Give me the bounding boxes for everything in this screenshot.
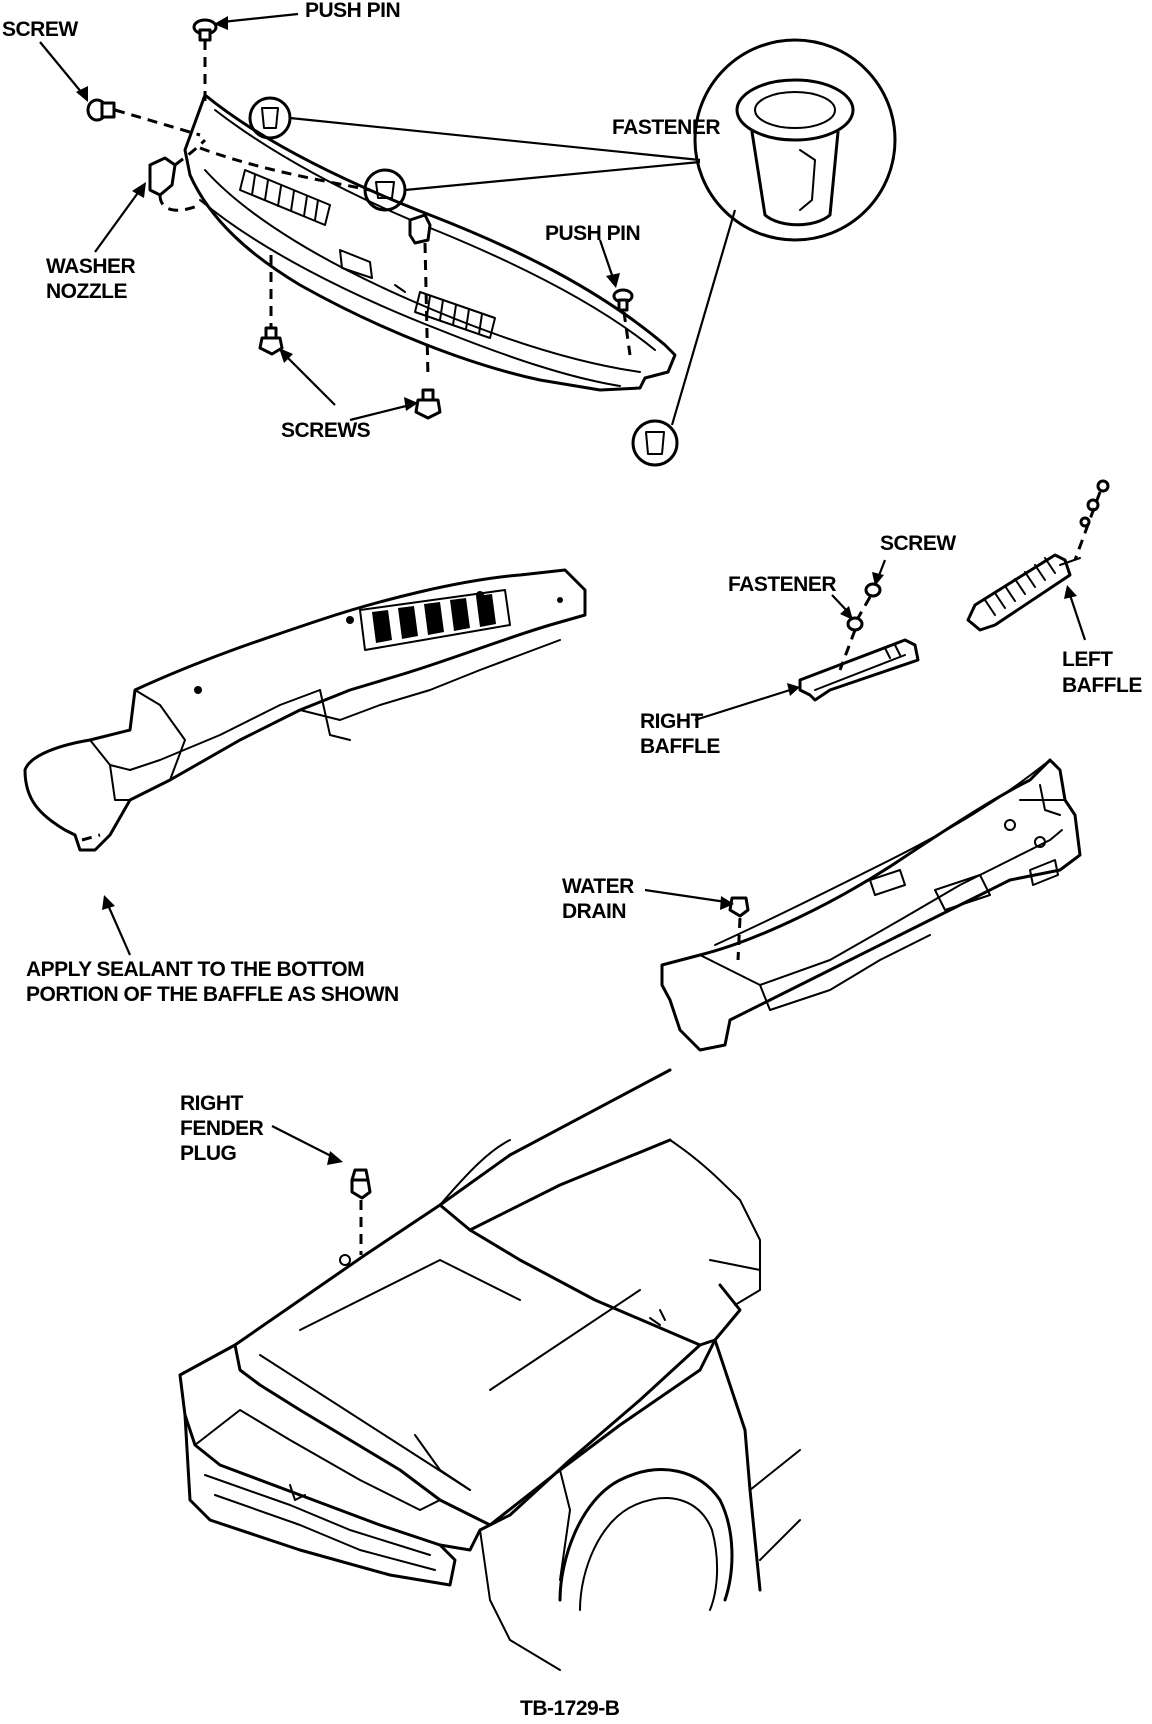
label-fastener-right: FASTENER bbox=[728, 573, 836, 596]
front-wheel bbox=[558, 1468, 734, 1602]
label-sealant-2: PORTION OF THE BAFFLE AS SHOWN bbox=[26, 983, 399, 1006]
screw-lower-left bbox=[258, 326, 284, 356]
label-fender-3: PLUG bbox=[180, 1142, 237, 1165]
label-right-baffle-1: RIGHT bbox=[640, 710, 704, 733]
cowl-body bbox=[660, 758, 1082, 1052]
washer-nozzle-part bbox=[148, 156, 177, 197]
fender-plug-part bbox=[350, 1168, 372, 1200]
right-baffle-part bbox=[798, 638, 920, 702]
label-fender-1: RIGHT bbox=[180, 1092, 244, 1115]
label-sealant-1: APPLY SEALANT TO THE BOTTOM bbox=[26, 958, 364, 981]
screw-lower-right bbox=[414, 388, 442, 420]
fastener-clip-3 bbox=[631, 419, 679, 467]
cowl-top-panel bbox=[183, 93, 677, 392]
fastener-small bbox=[846, 616, 864, 632]
label-nozzle: NOZZLE bbox=[46, 280, 127, 303]
top-leaders bbox=[39, 12, 620, 422]
push-pin-mid bbox=[612, 288, 634, 312]
label-water: WATER bbox=[562, 875, 634, 898]
label-drain: DRAIN bbox=[562, 900, 626, 923]
cowl-panel-assembly bbox=[86, 18, 897, 467]
label-fender-2: FENDER bbox=[180, 1117, 264, 1140]
screw-small bbox=[864, 582, 882, 598]
label-right-baffle-2: BAFFLE bbox=[640, 735, 720, 758]
label-screw-top: SCREW bbox=[2, 18, 78, 41]
fastener-detail bbox=[693, 38, 897, 242]
label-left-baffle-2: BAFFLE bbox=[1062, 674, 1142, 697]
label-push-pin-mid: PUSH PIN bbox=[545, 222, 640, 245]
vent-grille-right bbox=[414, 291, 496, 339]
label-left-baffle-1: LEFT bbox=[1062, 648, 1113, 671]
car-front bbox=[178, 1068, 801, 1671]
label-push-pin-top: PUSH PIN bbox=[305, 0, 400, 22]
label-screw-right: SCREW bbox=[880, 532, 956, 555]
baffle-large bbox=[23, 568, 587, 852]
baffle-vent bbox=[359, 589, 511, 651]
vent-grille-left bbox=[239, 169, 331, 226]
label-screws: SCREWS bbox=[281, 419, 371, 442]
water-drain-part bbox=[728, 896, 750, 918]
label-fastener-top: FASTENER bbox=[612, 116, 720, 139]
screw-top-left bbox=[86, 98, 116, 122]
left-baffle-part bbox=[966, 553, 1081, 632]
label-washer: WASHER bbox=[46, 255, 136, 278]
mid-right-leaders bbox=[694, 559, 1087, 722]
left-baffle-screws bbox=[1079, 479, 1110, 528]
sealant-leader bbox=[106, 904, 132, 956]
panel-clip bbox=[408, 213, 432, 245]
push-pin-top bbox=[192, 18, 218, 42]
fastener-clip-1 bbox=[248, 96, 292, 140]
figure-id: TB-1729-B bbox=[520, 1697, 620, 1720]
